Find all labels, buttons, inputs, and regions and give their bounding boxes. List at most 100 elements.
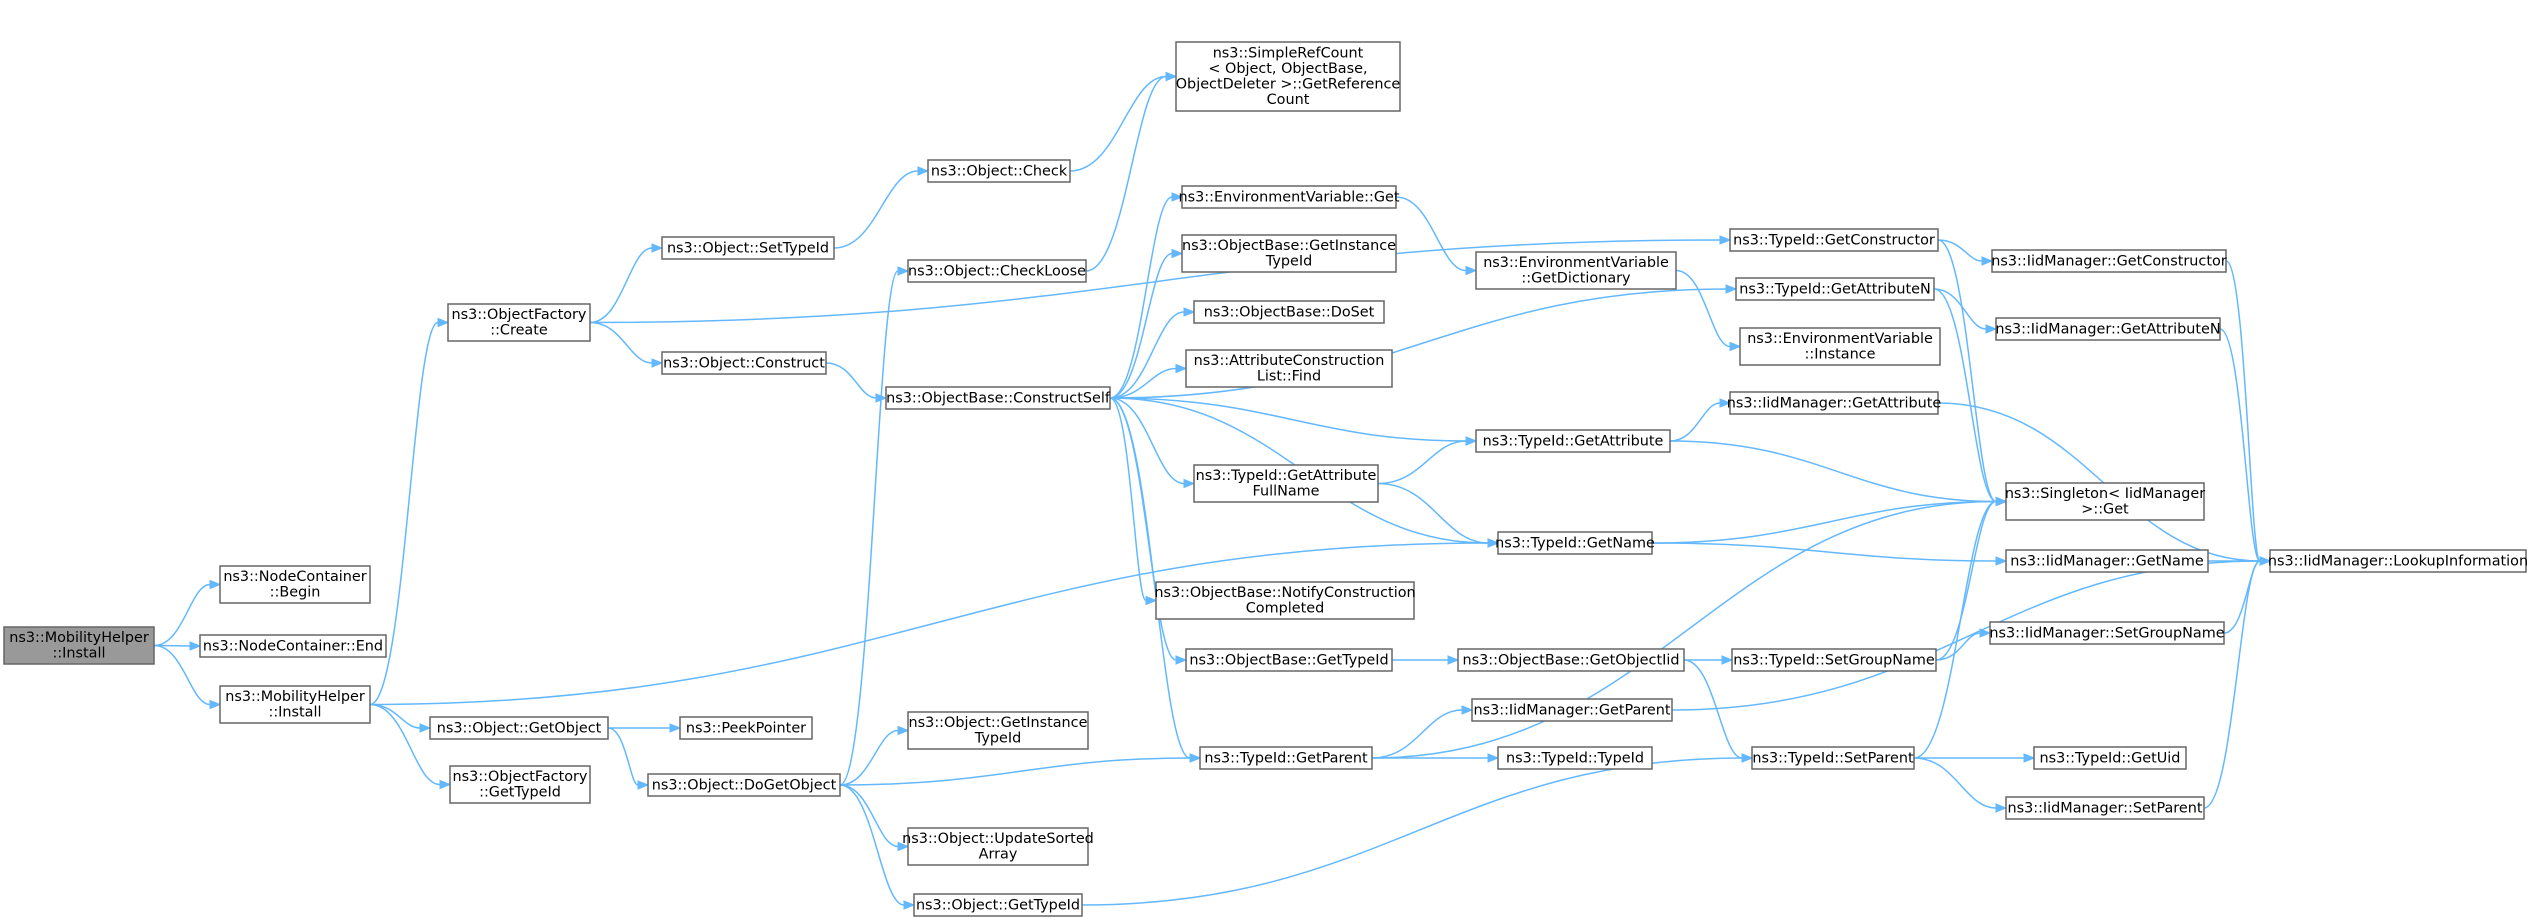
node-label: TypeId: [974, 731, 1021, 747]
node-label: ns3::IidManager::LookupInformation: [2268, 553, 2528, 569]
node-root[interactable]: ns3::MobilityHelper::Install: [3, 626, 155, 665]
node-label: TypeId: [1265, 254, 1312, 270]
node-ob-gettypeid[interactable]: ns3::ObjectBase::GetTypeId: [1185, 648, 1393, 672]
node-tid-getuid[interactable]: ns3::TypeId::GetUid: [2033, 746, 2187, 770]
node-iid-setparent[interactable]: ns3::IidManager::SetParent: [2005, 796, 2205, 820]
edge-of_create-to-tid_getconstructor: [589, 235, 1732, 324]
edge-obj_settypeid-to-obj_check: [833, 166, 930, 249]
edge-obj_dogetobject-to-obj_checkloose: [839, 266, 910, 786]
node-tid-setgroupname[interactable]: ns3::TypeId::SetGroupName: [1731, 648, 1937, 672]
node-label: ns3::Object::DoGetObject: [652, 777, 837, 793]
node-label: ns3::TypeId::GetAttributeN: [1739, 281, 1931, 297]
node-label: ns3::TypeId::GetName: [1495, 535, 1655, 551]
edge-obj_dogetobject-to-tid_getparent: [839, 753, 1202, 786]
node-ob-doset[interactable]: ns3::ObjectBase::DoSet: [1193, 300, 1385, 324]
edge-root-to-nc_begin: [153, 579, 222, 647]
edge-mh_install-to-of_create: [369, 317, 450, 706]
node-label: ns3::ObjectFactory: [452, 307, 587, 323]
node-ob-notify[interactable]: ns3::ObjectBase::NotifyConstructionCompl…: [1154, 581, 1416, 620]
node-label: ns3::EnvironmentVariable::Get: [1179, 189, 1400, 205]
edge-ob_gettypeid-to-ob_getobjectiid: [1392, 655, 1460, 665]
node-srefcount[interactable]: ns3::SimpleRefCount< Object, ObjectBase,…: [1175, 41, 1401, 112]
node-singleton-get[interactable]: ns3::Singleton< IidManager >::Get: [2005, 482, 2205, 521]
edge-tid_getattributefullname-to-tid_getname: [1377, 482, 1500, 548]
node-env-getdict[interactable]: ns3::EnvironmentVariable::GetDictionary: [1475, 251, 1677, 290]
node-label: ns3::TypeId::GetUid: [2040, 750, 2181, 766]
edge-of_create-to-obj_construct: [589, 321, 664, 368]
edge-ob_constructself-to-ob_getinstancetypeid: [1109, 248, 1184, 399]
node-iid-getparent[interactable]: ns3::IidManager::GetParent: [1471, 698, 1673, 722]
node-obj-getobject[interactable]: ns3::Object::GetObject: [429, 716, 609, 740]
edge-ob_constructself-to-tid_getattributen: [1109, 284, 1738, 399]
node-tid-getname[interactable]: ns3::TypeId::GetName: [1495, 531, 1655, 555]
node-obj-settypeid[interactable]: ns3::Object::SetTypeId: [661, 236, 835, 260]
node-label: ns3::EnvironmentVariable: [1483, 255, 1669, 271]
node-ob-constructself[interactable]: ns3::ObjectBase::ConstructSelf: [885, 386, 1111, 410]
node-label: ::Install: [52, 646, 105, 662]
edge-tid_getattribute-to-iid_getattribute: [1669, 398, 1732, 442]
node-nc-begin[interactable]: ns3::NodeContainer::Begin: [219, 565, 371, 604]
node-label: ns3::TypeId::GetConstructor: [1733, 232, 1935, 248]
edge-ob_constructself-to-acl_find: [1109, 363, 1188, 399]
node-label: ns3::Object::GetTypeId: [916, 897, 1080, 913]
node-tid-typeid[interactable]: ns3::TypeId::TypeId: [1497, 746, 1653, 770]
node-tid-setparent[interactable]: ns3::TypeId::SetParent: [1751, 746, 1915, 770]
node-label: ns3::Singleton< IidManager: [2005, 486, 2205, 502]
node-peekpointer[interactable]: ns3::PeekPointer: [679, 716, 813, 740]
node-label: ns3::Object::CheckLoose: [908, 263, 1086, 279]
node-ob-getobjectiid[interactable]: ns3::ObjectBase::GetObjectIid: [1457, 648, 1685, 672]
node-label: ns3::ObjectBase::NotifyConstruction: [1154, 585, 1415, 601]
node-label: ns3::ObjectBase::ConstructSelf: [886, 390, 1111, 406]
node-label: ::Create: [490, 323, 548, 339]
node-tid-getparent[interactable]: ns3::TypeId::GetParent: [1199, 746, 1373, 770]
edge-mh_install-to-tid_getname: [369, 538, 1500, 706]
node-label: ns3::Object::UpdateSorted: [902, 831, 1094, 847]
edge-obj_dogetobject-to-obj_gettypeid: [839, 784, 916, 910]
node-iid-getname[interactable]: ns3::IidManager::GetName: [2005, 549, 2209, 573]
node-tid-getconstructor[interactable]: ns3::TypeId::GetConstructor: [1729, 228, 1939, 252]
node-label: ns3::IidManager::GetAttributeN: [1995, 321, 2220, 337]
edge-tid_getname-to-iid_getname: [1651, 542, 2008, 566]
edge-tid_setparent-to-tid_getuid: [1913, 753, 2036, 763]
edge-tid_getattributefullname-to-tid_getattribute: [1377, 436, 1478, 485]
edge-iid_setparent-to-iid_lookup: [2203, 556, 2272, 809]
node-mh-install[interactable]: ns3::MobilityHelper::Install: [219, 685, 371, 724]
node-label: ns3::IidManager::GetParent: [1473, 702, 1670, 718]
node-iid-setgroupname[interactable]: ns3::IidManager::SetGroupName: [1989, 621, 2225, 645]
node-of-gettypeid[interactable]: ns3::ObjectFactory::GetTypeId: [449, 765, 591, 804]
node-obj-dogetobject[interactable]: ns3::Object::DoGetObject: [647, 773, 841, 797]
node-label: ::Begin: [270, 585, 321, 601]
node-label: ns3::EnvironmentVariable: [1747, 331, 1933, 347]
node-label: ns3::IidManager::SetGroupName: [1989, 625, 2224, 641]
node-iid-getattribute[interactable]: ns3::IidManager::GetAttribute: [1727, 391, 1942, 415]
edge-tid_setparent-to-singleton_get: [1913, 496, 2008, 759]
node-tid-getattributen[interactable]: ns3::TypeId::GetAttributeN: [1735, 277, 1935, 301]
node-label: ns3::ObjectBase::DoSet: [1204, 304, 1375, 320]
edge-ob_constructself-to-env_get: [1109, 192, 1184, 399]
edge-obj_gettypeid-to-tid_setparent: [1081, 753, 1754, 906]
edge-ob_constructself-to-ob_notify: [1109, 397, 1158, 606]
node-iid-getattributen[interactable]: ns3::IidManager::GetAttributeN: [1995, 317, 2221, 341]
node-iid-getconstructor[interactable]: ns3::IidManager::GetConstructor: [1991, 249, 2227, 273]
node-obj-construct[interactable]: ns3::Object::Construct: [661, 351, 827, 375]
node-obj-check[interactable]: ns3::Object::Check: [927, 159, 1071, 183]
node-iid-lookup[interactable]: ns3::IidManager::LookupInformation: [2268, 549, 2528, 573]
node-tid-getattribute[interactable]: ns3::TypeId::GetAttribute: [1475, 429, 1671, 453]
node-nc-end[interactable]: ns3::NodeContainer::End: [199, 634, 387, 658]
edge-ob_constructself-to-tid_getattributefullname: [1109, 397, 1196, 489]
edge-mh_install-to-of_gettypeid: [369, 703, 452, 790]
node-label: Array: [979, 847, 1018, 863]
node-obj-checkloose[interactable]: ns3::Object::CheckLoose: [907, 259, 1087, 283]
node-label: ::Install: [268, 705, 321, 721]
node-label: ns3::MobilityHelper: [225, 689, 365, 705]
node-obj-gettypeid[interactable]: ns3::Object::GetTypeId: [913, 893, 1083, 917]
node-env-get[interactable]: ns3::EnvironmentVariable::Get: [1179, 185, 1400, 209]
node-of-create[interactable]: ns3::ObjectFactory::Create: [447, 303, 591, 342]
edge-obj_getobject-to-obj_dogetobject: [607, 727, 650, 790]
node-env-instance[interactable]: ns3::EnvironmentVariable::Instance: [1739, 327, 1941, 366]
